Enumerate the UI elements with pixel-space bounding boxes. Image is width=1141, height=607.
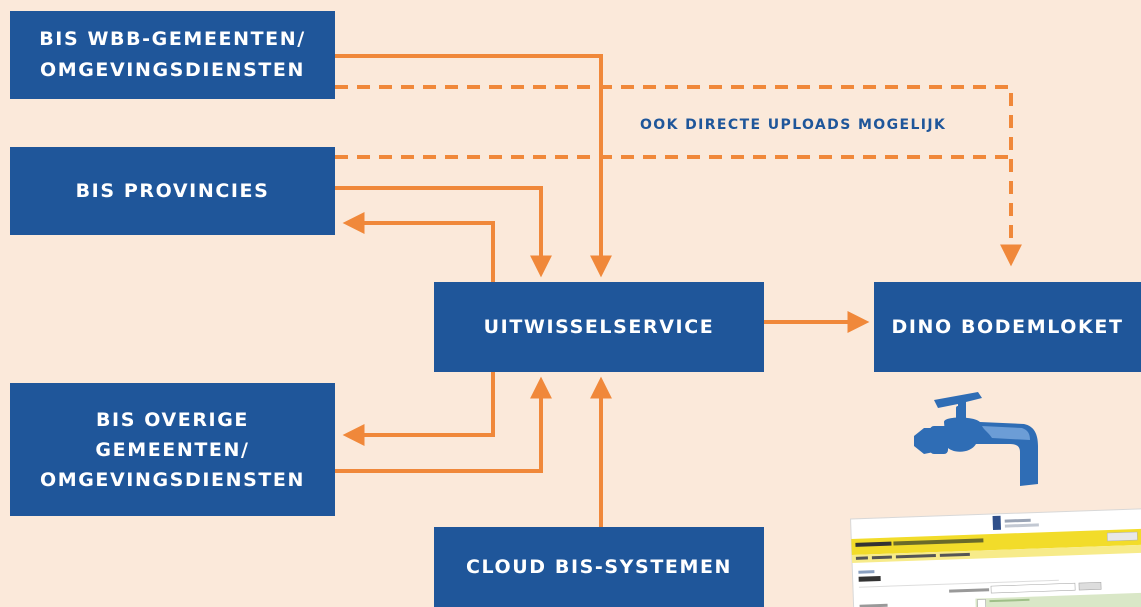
edge-wbb-to-uitwisselservice — [335, 54, 612, 278]
node-label-line: OMGEVINGSDIENSTEN — [39, 468, 306, 491]
node-label-line: BIS PROVINCIES — [75, 180, 270, 202]
node-label-line: GEMEENTEN/ — [95, 438, 250, 461]
node-cloud-bis-systemen: CLOUD BIS-SYSTEMEN — [434, 527, 764, 607]
edge-overige-to-uitwisselservice — [335, 376, 552, 473]
node-bis-wbb-gemeenten: BIS WBB-GEMEENTEN/ OMGEVINGSDIENSTEN — [10, 11, 335, 99]
water-tap-icon — [914, 392, 1038, 486]
edge-provincies-to-uitwisselservice — [335, 186, 552, 278]
node-label-line: UITWISSELSERVICE — [483, 316, 715, 338]
node-bis-overige-gemeenten: BIS OVERIGE GEMEENTEN/ OMGEVINGSDIENSTEN — [10, 383, 335, 516]
node-label-line: CLOUD BIS-SYSTEMEN — [465, 556, 733, 578]
node-uitwisselservice: UITWISSELSERVICE — [434, 282, 764, 372]
node-label-line: BIS OVERIGE — [95, 408, 250, 431]
node-label-line: BIS WBB-GEMEENTEN/ — [39, 28, 306, 50]
edge-wbb-to-dino-dashed — [335, 85, 1022, 267]
node-label-line: DINO BODEMLOKET — [891, 316, 1124, 338]
bodemloket-screenshot — [850, 508, 1141, 607]
node-label-line: OMGEVINGSDIENSTEN — [39, 59, 306, 81]
edge-uitwisselservice-to-overige — [342, 372, 495, 446]
annotation-direct-uploads: OOK DIRECTE UPLOADS MOGELIJK — [640, 117, 947, 133]
node-bis-provincies: BIS PROVINCIES — [10, 147, 335, 235]
node-dino-bodemloket: DINO BODEMLOKET — [874, 282, 1141, 372]
edge-uitwisselservice-to-provincies — [342, 212, 495, 282]
